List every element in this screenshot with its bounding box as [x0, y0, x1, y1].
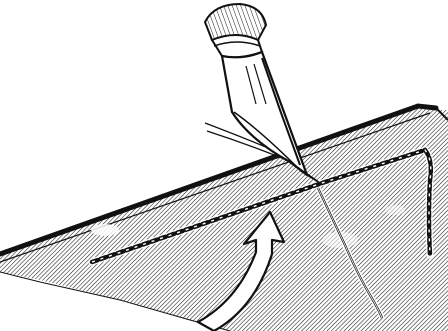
- illustration-canvas: [0, 0, 448, 331]
- line-drawing-illustration: [0, 0, 448, 331]
